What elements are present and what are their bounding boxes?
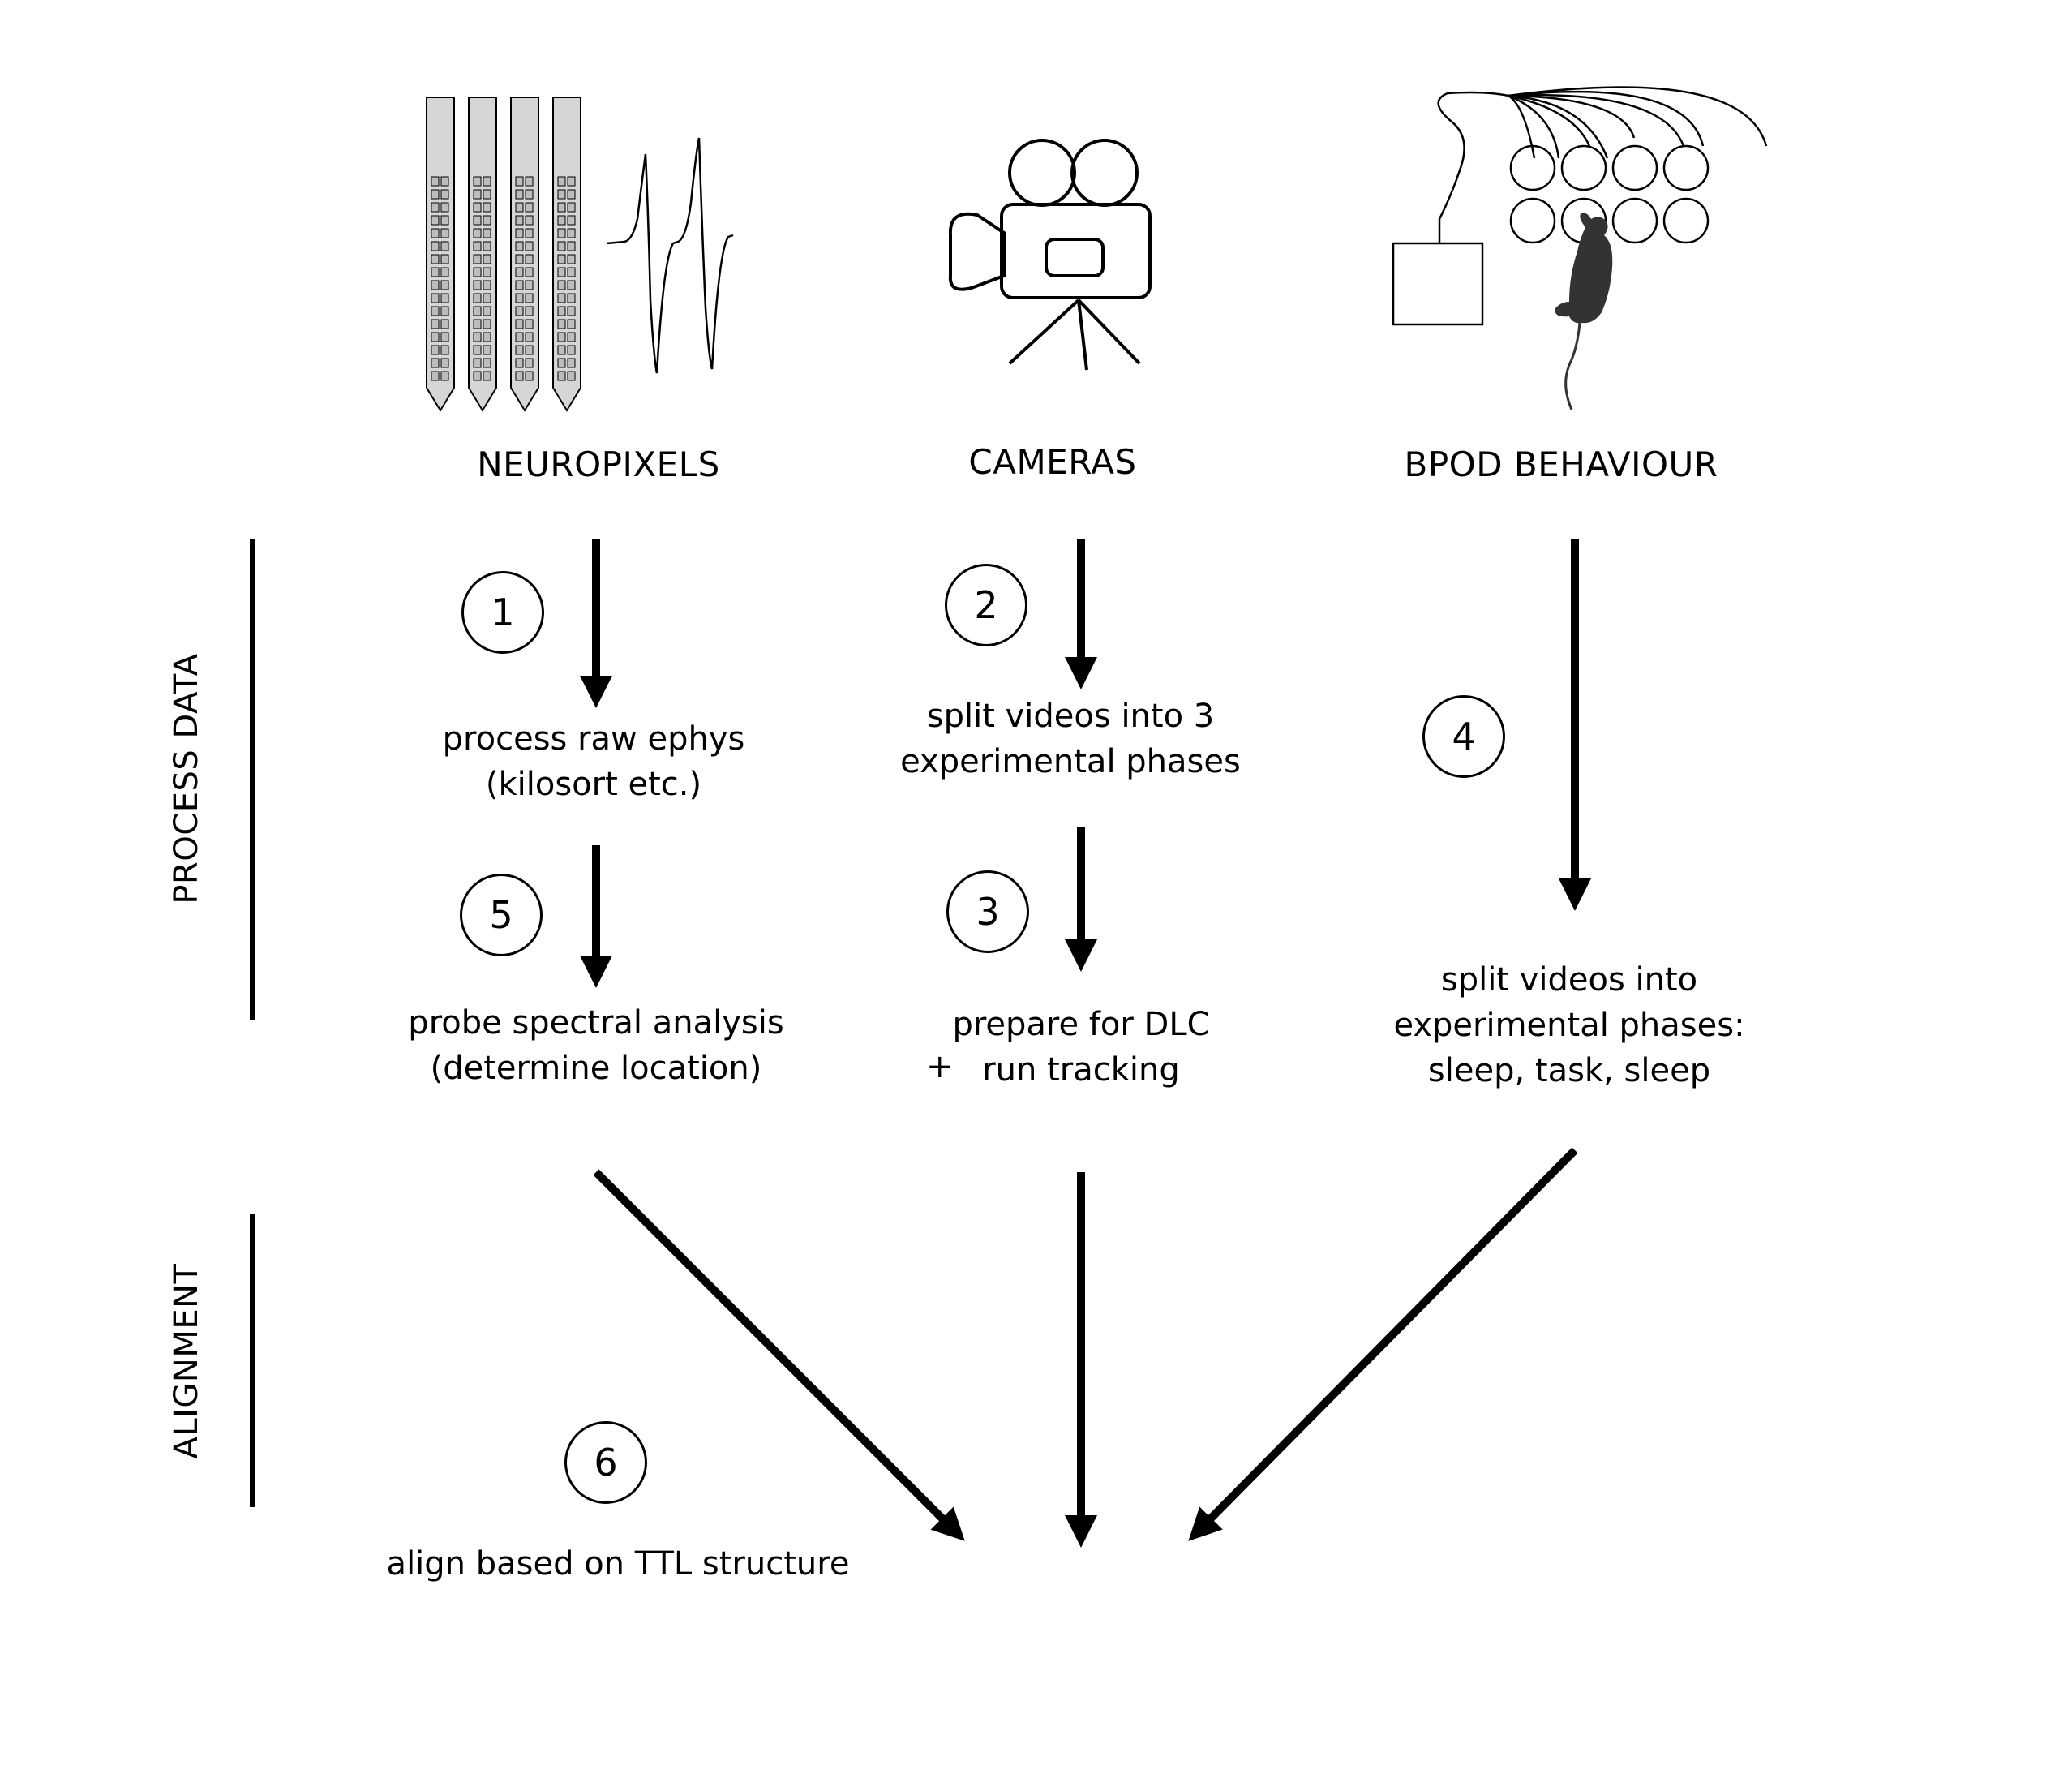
- step-2-line-2: experimental phases: [900, 743, 1241, 780]
- bpod-behaviour-title: BPOD BEHAVIOUR: [1404, 445, 1718, 484]
- step-6-line-1: align based on TTL structure: [386, 1545, 850, 1583]
- step-4-line-3: sleep, task, sleep: [1427, 1052, 1711, 1089]
- step-1-line-2: (kilosort etc.): [485, 766, 702, 803]
- step-3-badge: 3: [946, 870, 1029, 953]
- probe-shank-icon: [510, 97, 539, 412]
- neuropixels-title: NEUROPIXELS: [477, 445, 720, 484]
- step-5-line-1: probe spectral analysis: [408, 1004, 784, 1042]
- step-3-plus: +: [926, 1048, 954, 1085]
- step-2-badge: 2: [945, 564, 1027, 646]
- step-2-text: split videos into 3 experimental phases: [900, 694, 1241, 784]
- step-4-text: split videos into experimental phases: s…: [1393, 957, 1744, 1093]
- probe-shank-icon: [552, 97, 581, 412]
- step-4-line-2: experimental phases:: [1393, 1007, 1745, 1044]
- process-data-label: PROCESS DATA: [168, 653, 205, 904]
- probe-shank-icon: [468, 97, 497, 412]
- arrow-neuropixels-align: [593, 1169, 965, 1541]
- step-3-line-1: prepare for DLC: [952, 1006, 1210, 1043]
- step-1-badge: 1: [461, 571, 544, 654]
- step-6-badge: 6: [564, 1421, 647, 1504]
- step-3-line-2: run tracking: [982, 1051, 1180, 1089]
- neuropixels-probes-icon: [426, 97, 734, 412]
- step-5-line-2: (determine location): [430, 1050, 762, 1087]
- step-2-line-1: split videos into 3: [926, 698, 1215, 735]
- probe-shank-icon: [426, 97, 455, 412]
- step-4-line-1: split videos into: [1440, 961, 1698, 999]
- step-5-text: probe spectral analysis (determine locat…: [408, 1000, 783, 1091]
- step-5-badge: 5: [460, 874, 543, 956]
- cameras-title: CAMERAS: [968, 442, 1137, 482]
- step-4-badge: 4: [1422, 695, 1505, 778]
- step-1-text: process raw ephys (kilosort etc.): [443, 716, 745, 807]
- step-3-text: prepare for DLC run tracking: [952, 1002, 1209, 1093]
- step-6-text: align based on TTL structure: [387, 1541, 850, 1587]
- step-1-line-1: process raw ephys: [442, 720, 745, 758]
- arrow-bpod-align: [1188, 1147, 1578, 1541]
- alignment-label: ALIGNMENT: [168, 1263, 205, 1459]
- video-camera-icon: [948, 139, 1152, 371]
- spike-waveform-icon: [606, 137, 734, 374]
- mouse-icon: [1555, 213, 1613, 410]
